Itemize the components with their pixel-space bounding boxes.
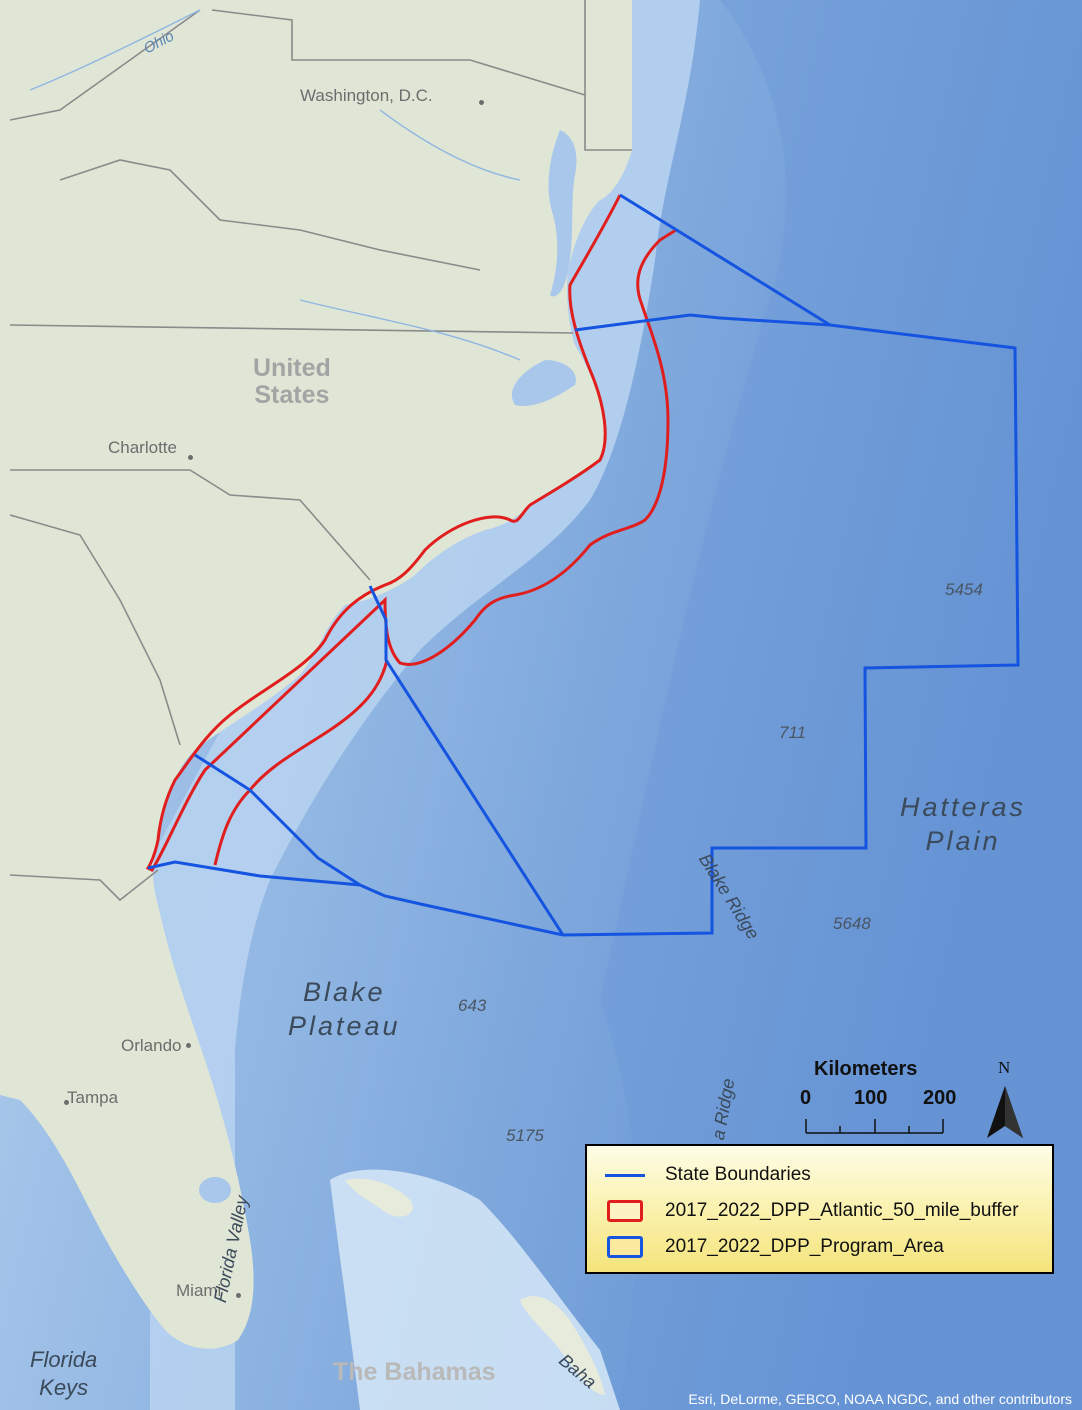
charlotte-label: Charlotte [108,438,177,457]
scale-tick-200: 200 [923,1087,957,1109]
admin-borders [9,0,632,902]
bahamas-island [520,1296,605,1395]
depth-5454-label: 5454 [945,580,983,599]
lake-okeechobee [199,1177,231,1203]
program-area-boundaries[interactable] [147,193,1020,937]
scale-bar: Kilometers 0 100 200 [790,1058,960,1140]
the-bahamas-label: The Bahamas [333,1358,496,1386]
miami-label: Miami [176,1281,222,1300]
map-legend: State Boundaries 2017_2022_DPP_Atlantic_… [585,1144,1054,1274]
legend-label: 2017_2022_DPP_Atlantic_50_mile_buffer [665,1200,1019,1221]
north-arrow: N [985,1058,1025,1140]
scale-bar-ruler [805,1119,944,1134]
washington-dot-icon [479,100,484,105]
miami-dot-icon [236,1293,241,1298]
charlotte-dot-icon [188,455,193,460]
legend-line-swatch [605,1174,645,1177]
legend-blue-box-swatch [607,1236,643,1258]
rivers [29,9,521,361]
legend-red-box-swatch [607,1200,643,1222]
north-letter: N [998,1058,1011,1077]
atlantic-50-mile-buffer-south[interactable] [213,659,389,866]
depth-643-label: 643 [458,996,487,1015]
washington-label: Washington, D.C. [300,86,433,105]
chesapeake-bay [548,130,577,297]
north-arrow-icon [987,1086,1023,1138]
bahamas-banks [330,1169,620,1410]
legend-label: 2017_2022_DPP_Program_Area [665,1236,944,1257]
hatteras-plain-label: Hatteras Plain [900,792,1027,856]
blake-plateau-label: Blake Plateau [288,977,401,1041]
depth-711-label: 711 [779,723,807,742]
united-states-label: United States [253,354,331,409]
florida-keys-label: Florida Keys [30,1347,98,1400]
tampa-label: Tampa [67,1088,119,1107]
legend-label: State Boundaries [665,1164,811,1185]
land-area [0,0,632,1349]
scale-tick-0: 0 [800,1087,812,1109]
atlantic-50-mile-buffer[interactable] [145,194,677,872]
depth-5648-label: 5648 [833,914,871,933]
scale-tick-100: 100 [854,1087,888,1109]
map-credit: Esri, DeLorme, GEBCO, NOAA NGDC, and oth… [688,1391,1072,1407]
bahamas-island [345,1178,413,1217]
pamlico-sound [511,360,576,406]
deep-basin [600,0,1082,1410]
scale-bar-title: Kilometers [814,1058,918,1080]
orlando-label: Orlando [121,1036,182,1055]
depth-5175-label: 5175 [506,1126,544,1145]
orlando-dot-icon [186,1043,191,1048]
tampa-dot-icon [64,1100,69,1105]
